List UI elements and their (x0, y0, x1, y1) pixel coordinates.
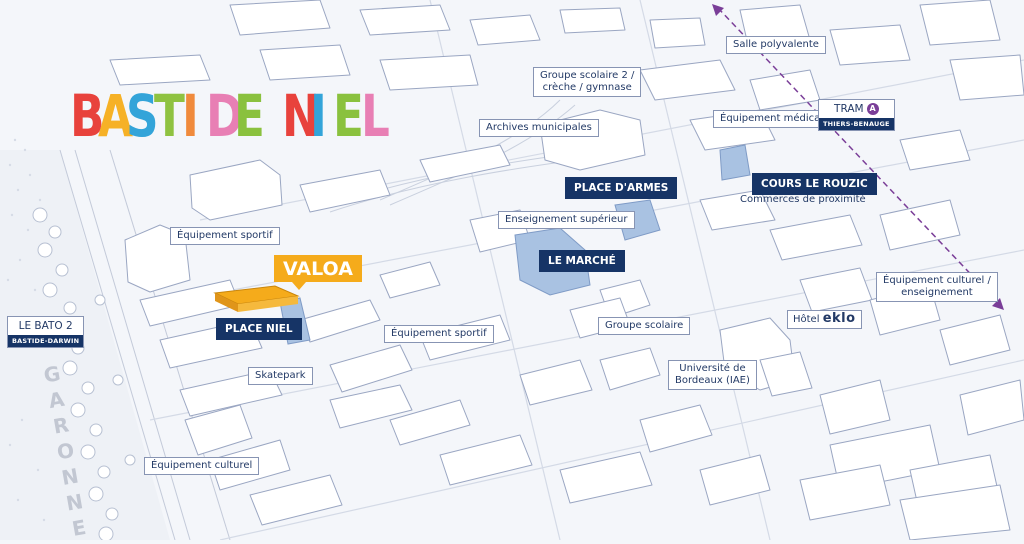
equipement-culturel-label[interactable]: Équipement culturel (144, 457, 260, 475)
logo-letter: N (281, 82, 320, 150)
universite-line1: Université de (679, 363, 746, 374)
bato-label: LE BATO 2 (18, 320, 73, 332)
logo-letter: T (154, 82, 185, 150)
tram-line (717, 7, 1001, 306)
enseignement-superieur-label[interactable]: Enseignement supérieur (498, 211, 635, 229)
tree-row (32, 207, 136, 540)
tram-line-a-icon: A (866, 103, 879, 115)
hotel-prefix: Hôtel (793, 314, 820, 325)
tram-arrow-top (712, 4, 724, 16)
logo-letter: B (70, 82, 105, 150)
equipement-sportif-2-label[interactable]: Équipement sportif (384, 325, 494, 343)
logo-space (262, 86, 276, 146)
archives-label[interactable]: Archives municipales (479, 119, 599, 137)
tram-stop-name: THIERS-BENAUGE (819, 118, 894, 130)
tram-arrow-bottom (992, 298, 1004, 310)
valoa-building-front (238, 296, 298, 312)
equipement-sportif-1-label[interactable]: Équipement sportif (170, 227, 280, 245)
place-d-armes-label[interactable]: PLACE D'ARMES (565, 177, 678, 199)
bato-stop-name: BASTIDE-DARWIN (8, 335, 84, 347)
groupe-scolaire-2-line1: Groupe scolaire 2 / (540, 70, 635, 81)
logo-letter: E (233, 82, 265, 150)
cours-le-rouzic-label[interactable]: COURS LE ROUZIC (752, 173, 877, 195)
logo-letter: I (182, 82, 199, 150)
salle-polyvalente-label[interactable]: Salle polyvalente (726, 36, 826, 54)
le-marche-label[interactable]: LE MARCHÉ (539, 250, 625, 272)
eklo-brand: eklo (822, 311, 856, 326)
logo-letter: E (333, 82, 365, 150)
groupe-scolaire-2-line2: crèche / gymnase (542, 82, 632, 93)
universite-label[interactable]: Université de Bordeaux (IAE) (668, 360, 757, 390)
universite-line2: Bordeaux (IAE) (675, 375, 750, 386)
valoa-label[interactable]: VALOA (274, 255, 362, 290)
logo-letter: A (98, 82, 134, 150)
equipement-culturel-ens-line1: Équipement culturel / (883, 275, 991, 286)
logo-letter: L (361, 82, 391, 150)
hotel-eklo-label[interactable]: Hôtel eklo (787, 310, 862, 329)
logo-letter: I (309, 82, 327, 150)
bato-station-label[interactable]: LE BATO 2 BASTIDE-DARWIN (7, 316, 85, 348)
riverbank-dots (6, 138, 47, 522)
groupe-scolaire-label[interactable]: Groupe scolaire (598, 317, 691, 335)
equipement-culturel-enseignement-label[interactable]: Équipement culturel / enseignement (876, 272, 998, 302)
tram-label: TRAM (834, 103, 864, 115)
commerces-label: Commerces de proximité (740, 194, 866, 205)
logo-letter: D (205, 82, 244, 150)
place-niel-label[interactable]: PLACE NIEL (216, 318, 302, 340)
equipement-medical-label[interactable]: Équipement médical (713, 110, 831, 128)
valoa-building-side (215, 293, 238, 312)
logo-letter: S (126, 82, 159, 150)
skatepark-label[interactable]: Skatepark (248, 367, 313, 385)
equipement-culturel-ens-line2: enseignement (901, 287, 973, 298)
groupe-scolaire-2-label[interactable]: Groupe scolaire 2 / crèche / gymnase (533, 67, 642, 97)
